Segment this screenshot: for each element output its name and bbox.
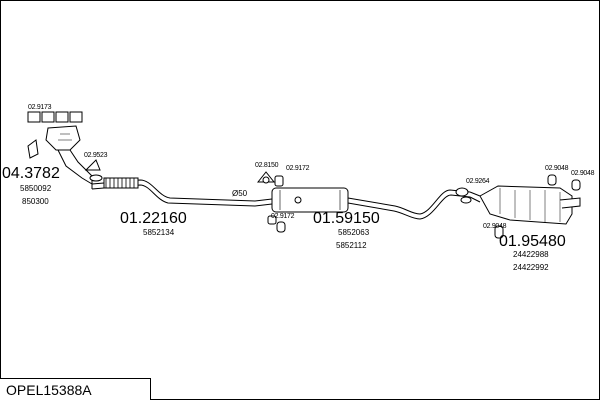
pipe-diameter-label: Ø50 <box>232 189 248 198</box>
ref-number-1a: 5850092 <box>20 184 52 193</box>
accessory-label-2: 02.9523 <box>84 152 108 159</box>
bracket-part <box>267 215 286 233</box>
accessory-label-5: 02.9172 <box>271 213 295 220</box>
centre-silencer <box>271 187 349 213</box>
part-number-2: 01.22160 <box>120 210 187 227</box>
flex-joint <box>103 177 139 189</box>
diagram-title: OPEL15388A <box>6 382 92 398</box>
ref-number-4b: 24422992 <box>513 263 549 272</box>
ref-number-3a: 5852063 <box>338 228 370 237</box>
accessory-label-6: 02.9264 <box>466 178 490 185</box>
ref-number-3b: 5852112 <box>336 241 367 250</box>
rear-silencer <box>469 185 581 225</box>
front-pipe-inner <box>91 184 273 207</box>
accessory-label-9: 02.9048 <box>571 170 595 177</box>
part-number-1: 04.3782 <box>2 165 60 182</box>
ref-number-1b: 850300 <box>22 197 49 206</box>
ref-number-4a: 24422988 <box>513 250 549 259</box>
manifold-catalyst <box>27 111 103 189</box>
part-number-4: 01.95480 <box>499 233 566 250</box>
accessory-label-1: 02.9173 <box>28 104 52 111</box>
ref-number-2a: 5852134 <box>143 228 175 237</box>
rear-rubber-mount-part <box>494 174 581 239</box>
accessory-label-7: 02.9048 <box>483 223 507 230</box>
diagram-title-box: OPEL15388A <box>0 378 151 400</box>
hanger-part <box>256 171 276 184</box>
front-pipe <box>91 179 273 202</box>
accessory-label-4: 02.9172 <box>286 165 310 172</box>
part-number-3: 01.59150 <box>313 210 380 227</box>
accessory-label-3: 02.8150 <box>255 162 279 169</box>
accessory-label-8: 02.9048 <box>545 165 569 172</box>
rear-pipe <box>347 189 471 215</box>
rubber-mount-part <box>274 175 284 187</box>
clamp-part <box>455 187 472 204</box>
rear-pipe-inner <box>347 194 471 220</box>
